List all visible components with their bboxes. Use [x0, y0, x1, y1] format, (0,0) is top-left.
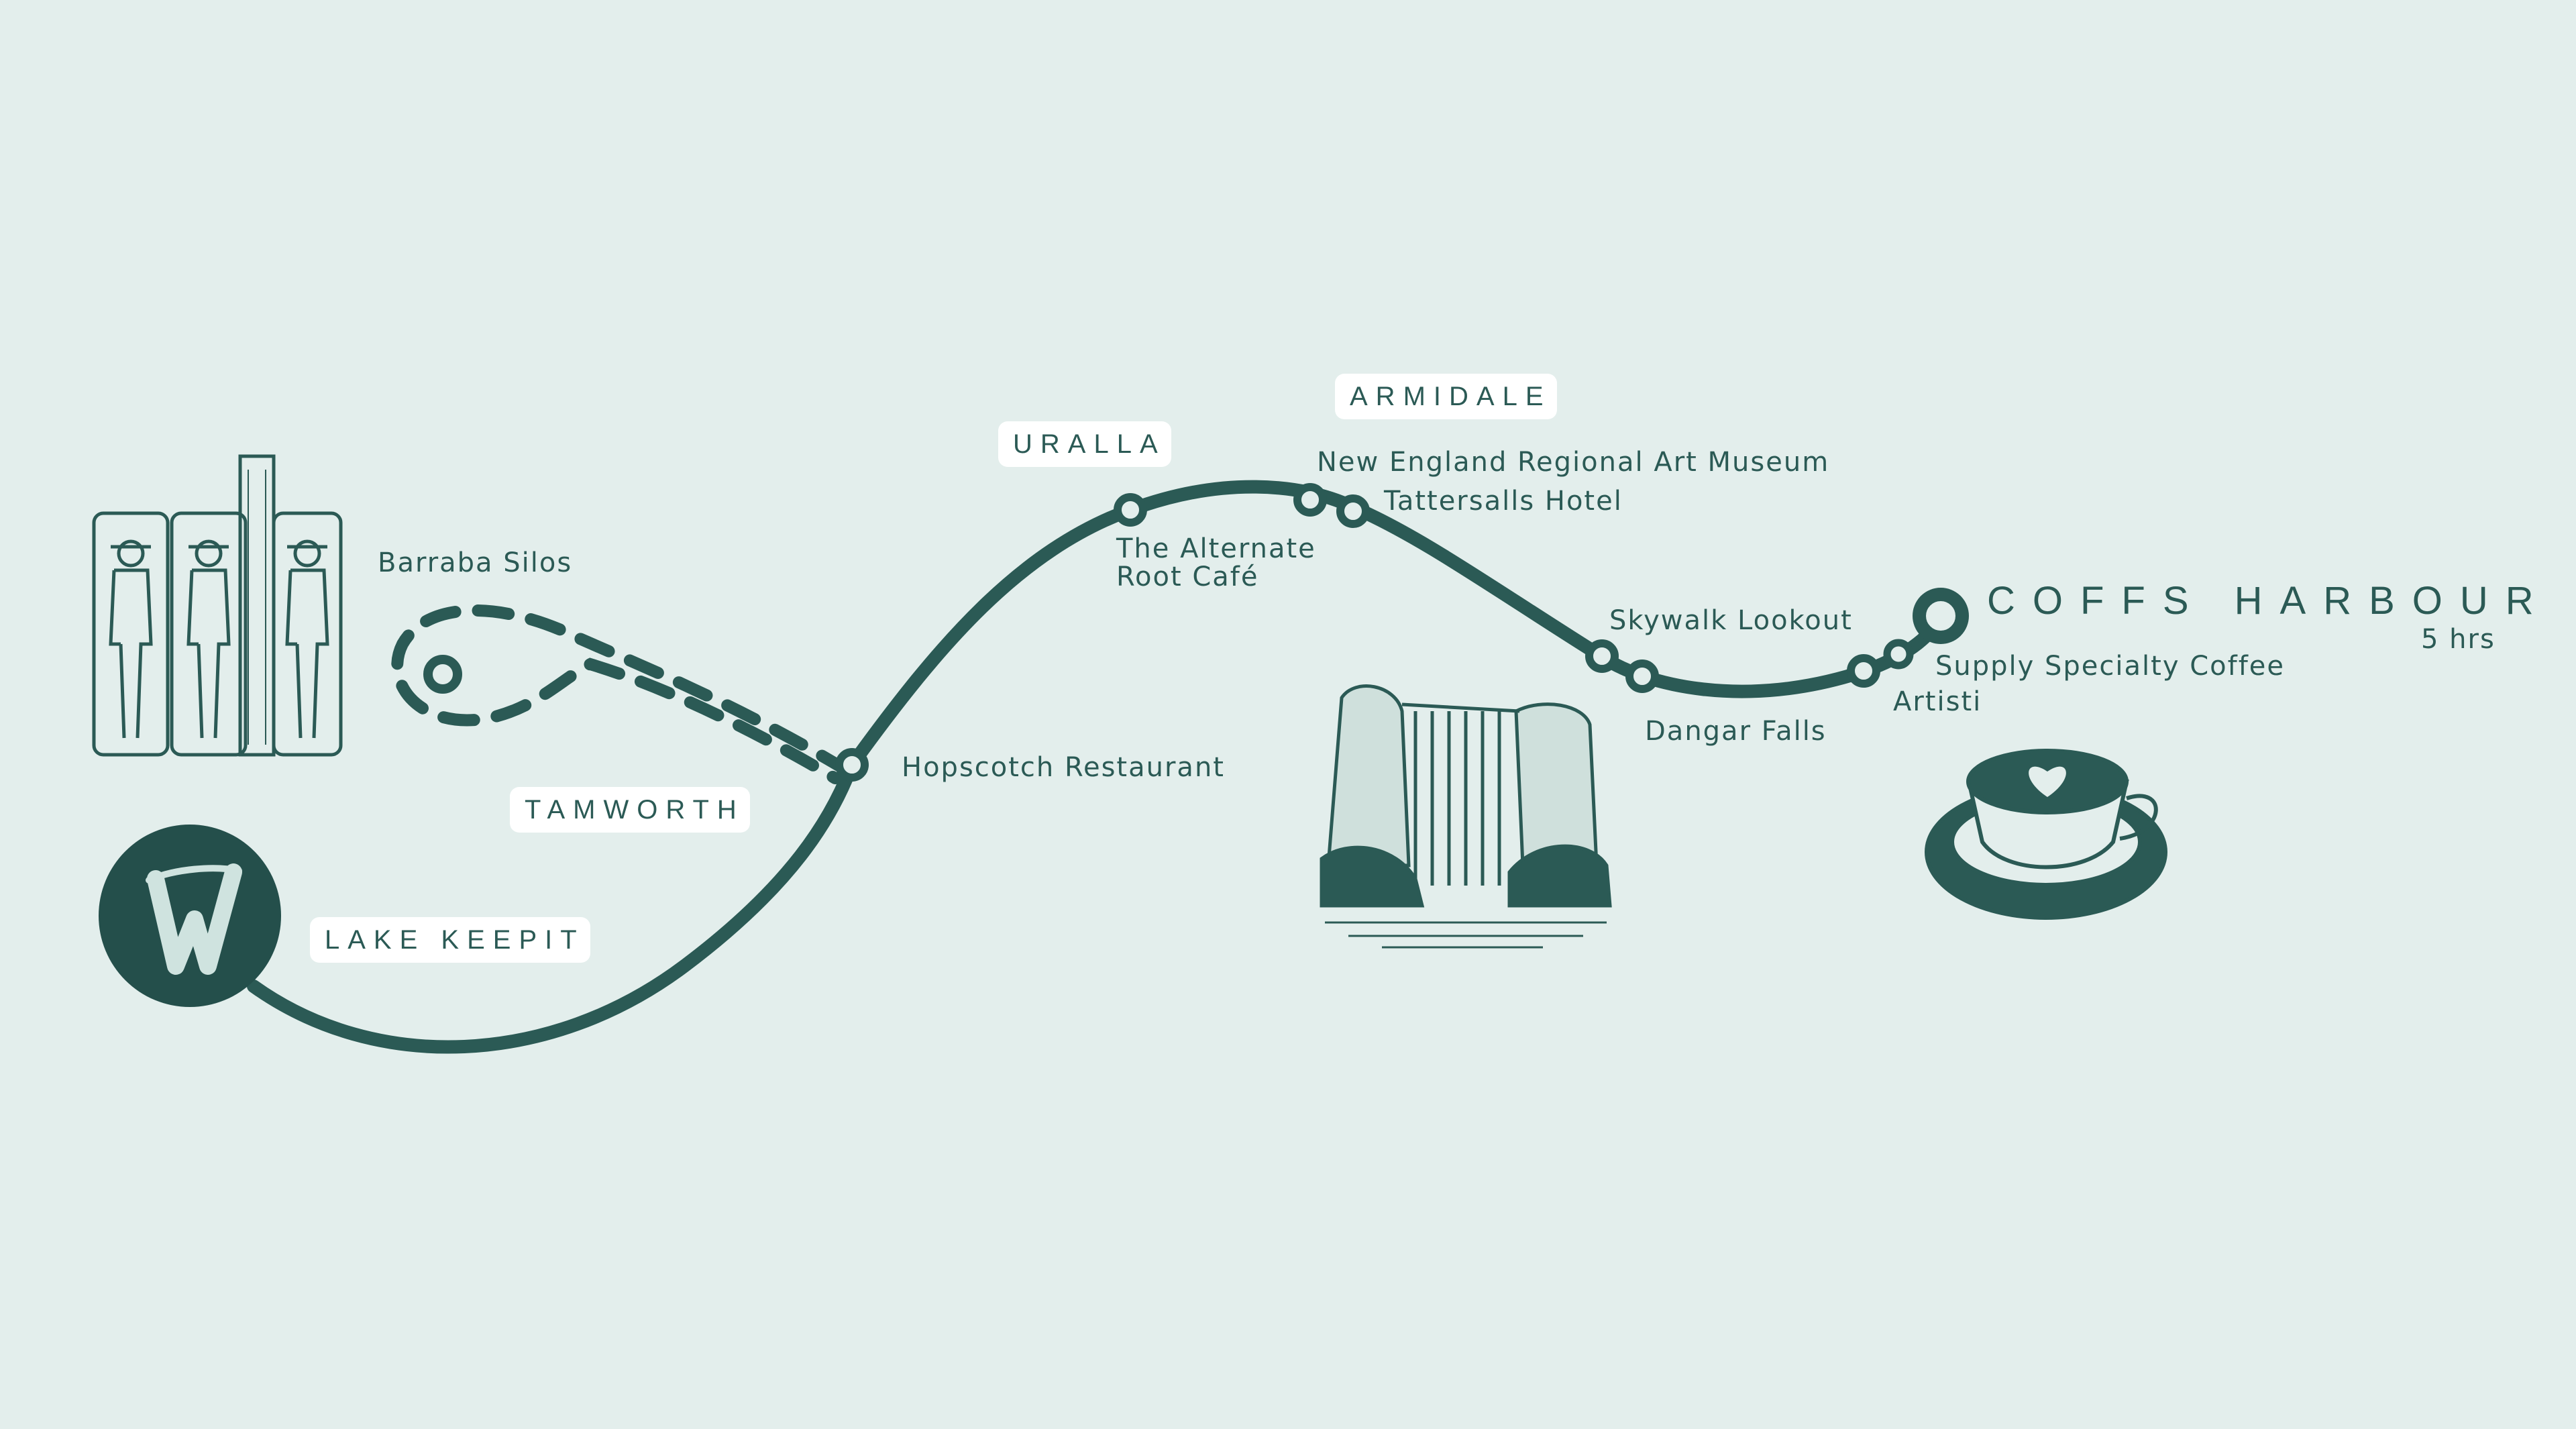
stop-label-alternate-line2: Root Café [1116, 562, 1259, 592]
stop-label-supply: Supply Specialty Coffee [1935, 651, 2285, 682]
tattersalls-stop-marker [1336, 494, 1370, 528]
skywalk-stop-marker [1585, 639, 1619, 673]
waterfall-illustration [1320, 684, 1612, 949]
town-label-uralla: URALLA [998, 421, 1171, 467]
alternate-stop-marker [1114, 493, 1147, 527]
w-monogram-logo [99, 825, 281, 1007]
painted-silos-illustration [92, 454, 343, 757]
town-label-lake-keepit: LAKE KEEPIT [310, 917, 590, 963]
coffee-cup-illustration [1925, 749, 2167, 920]
stop-label-tattersalls: Tattersalls Hotel [1384, 486, 1623, 517]
supply-stop-marker [1883, 639, 1914, 670]
stop-label-art-museum: New England Regional Art Museum [1317, 447, 1830, 478]
hopscotch-stop-marker [835, 748, 869, 782]
stop-label-barraba-silos: Barraba Silos [378, 547, 573, 578]
stop-label-artisti: Artisti [1893, 686, 1982, 717]
destination-name: COFFS HARBOUR [1987, 579, 2551, 623]
stop-label-dangar-falls: Dangar Falls [1645, 716, 1827, 747]
barraba-detour-line [391, 604, 855, 784]
dangar-falls-stop-marker [1625, 659, 1659, 693]
stop-label-alternate-line1: The Alternate [1116, 533, 1316, 564]
artisti-stop-marker [1847, 654, 1880, 688]
barraba-stop-marker [423, 655, 462, 694]
stop-label-skywalk: Skywalk Lookout [1609, 605, 1853, 636]
art-museum-stop-marker [1293, 483, 1327, 517]
destination-travel-time: 5 hrs [2421, 624, 2496, 655]
stop-label-hopscotch: Hopscotch Restaurant [902, 752, 1225, 783]
town-label-armidale: ARMIDALE [1335, 374, 1557, 419]
coffs-harbour-end-marker [1913, 588, 1969, 644]
town-label-tamworth: TAMWORTH [510, 787, 750, 833]
